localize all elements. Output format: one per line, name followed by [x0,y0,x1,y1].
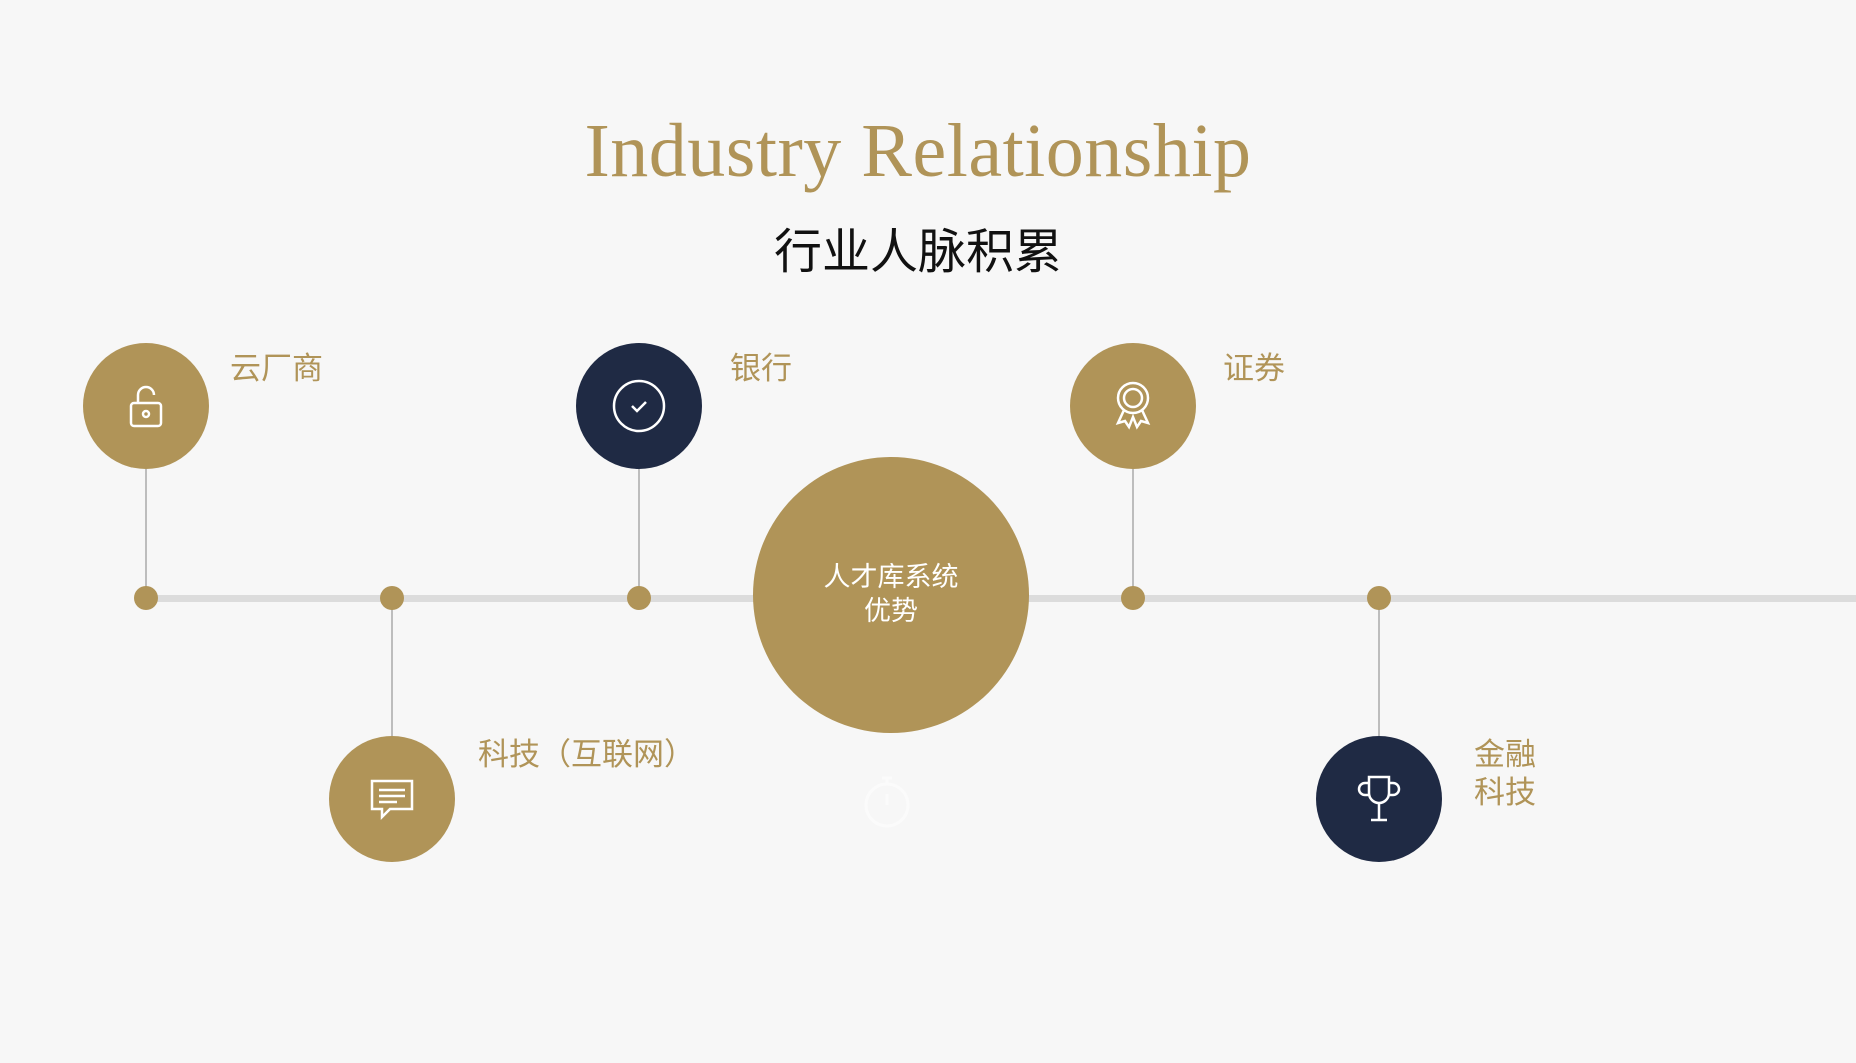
timeline-dot [1367,586,1391,610]
center-text-line2: 优势 [864,596,918,627]
unlock-icon [129,385,163,428]
award-icon [1115,381,1151,430]
page-subtitle: 行业人脉积累 [773,224,1062,280]
timeline-connector [1378,598,1380,736]
center-circle: 人才库系统 优势 [753,457,1029,733]
node-tech-internet [329,736,455,862]
node-label: 云厂商 [230,351,323,387]
timeline-dot [134,586,158,610]
timeline-connector [1132,469,1134,598]
timeline-connector [638,469,640,598]
timeline-dot [1121,586,1145,610]
node-label: 科技（互联网） [478,737,695,773]
chat-icon [370,779,414,821]
node-label: 银行 [730,351,792,387]
stopwatch-icon [864,776,910,828]
node-label-line: 金融 [1474,737,1536,773]
timeline-dot [627,586,651,610]
timeline-connector [145,469,147,598]
check-circle-icon [612,379,666,433]
node-bank [576,343,702,469]
node-cloud-vendor [83,343,209,469]
node-fintech [1316,736,1442,862]
timeline-connector [391,598,393,736]
timeline-dot [380,586,404,610]
node-label: 证券 [1223,351,1285,387]
node-label: 金融 科技 [1474,736,1536,812]
trophy-icon [1357,775,1401,822]
center-text-line1: 人才库系统 [823,562,959,593]
node-label-line: 科技 [1474,775,1536,811]
node-securities [1070,343,1196,469]
page-title: Industry Relationship [584,109,1252,193]
